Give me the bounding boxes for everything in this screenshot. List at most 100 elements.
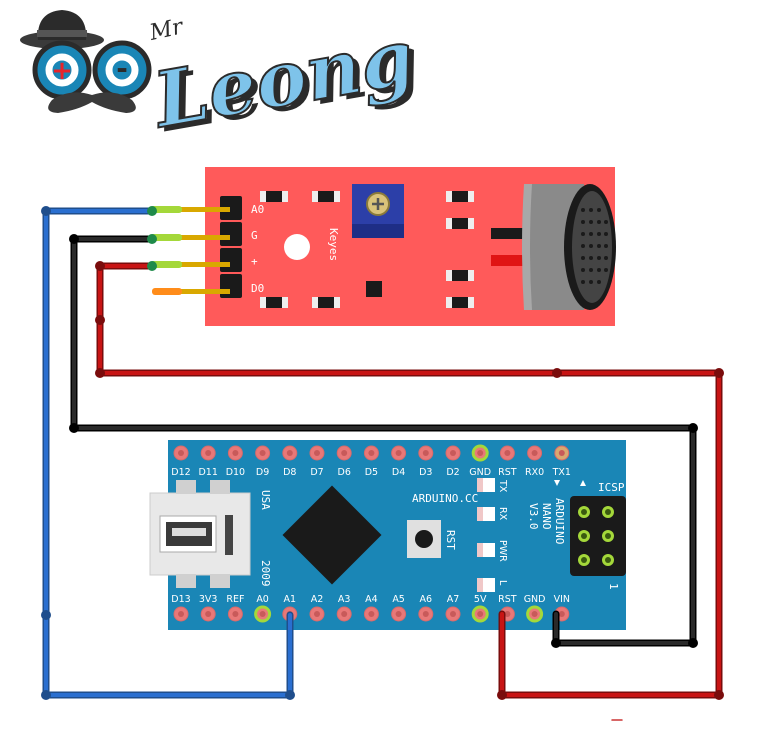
top-pin-label: D12 bbox=[171, 467, 190, 478]
bottom-pin-label: A7 bbox=[447, 594, 460, 605]
top-pin-label: D10 bbox=[226, 467, 245, 478]
top-pin-label: D5 bbox=[365, 467, 378, 478]
top-pin-label: D6 bbox=[338, 467, 351, 478]
top-pin-label: RST bbox=[498, 467, 517, 478]
top-pin-hole bbox=[368, 450, 375, 456]
top-pin-label: GND bbox=[469, 467, 491, 478]
module-pin-a0: A0 bbox=[251, 203, 264, 216]
top-pin-label: D7 bbox=[310, 467, 323, 478]
hat-icon bbox=[20, 10, 104, 49]
arrow-down-icon bbox=[554, 480, 560, 486]
top-pin-label: D11 bbox=[198, 467, 217, 478]
arduino-nano-board: USA 2009 RST ARDUINO.CC TX RX PWR L ARDU… bbox=[149, 440, 626, 630]
mustache-icon bbox=[48, 92, 136, 113]
led-l-label: L bbox=[497, 580, 508, 586]
mini-usb-connector bbox=[149, 480, 251, 588]
bottom-pin-label: D13 bbox=[171, 594, 190, 605]
mounting-hole bbox=[284, 234, 310, 260]
top-pin-label: RX0 bbox=[525, 467, 544, 478]
microphone-icon bbox=[491, 184, 616, 310]
plus-sign: + bbox=[51, 56, 73, 86]
bottom-pin-hole bbox=[477, 611, 484, 617]
bottom-pin-label: A6 bbox=[420, 594, 433, 605]
bottom-pin-label: VIN bbox=[554, 594, 570, 605]
bottom-pin-label: A5 bbox=[392, 594, 405, 605]
module-pin-g: G bbox=[251, 229, 258, 242]
bottom-pin-label: A2 bbox=[311, 594, 324, 605]
top-pin-hole bbox=[450, 450, 456, 456]
top-pin-label: TX1 bbox=[552, 467, 571, 478]
status-leds bbox=[477, 478, 495, 592]
board-name-line1: ARDUINO bbox=[553, 498, 566, 544]
top-pin-hole bbox=[341, 450, 348, 456]
mr-leong-logo: + - Mr Leong Leong bbox=[20, 10, 426, 149]
sound-sensor-module: A0 G + D0 Keyes bbox=[205, 167, 616, 326]
top-pin-hole bbox=[259, 450, 266, 456]
bottom-pin-hole bbox=[395, 611, 402, 617]
top-pin-hole bbox=[232, 450, 239, 456]
rst-button-label: RST bbox=[444, 530, 457, 550]
bottom-pin-hole bbox=[531, 611, 538, 617]
bottom-pin-hole bbox=[422, 611, 429, 617]
top-pin-hole bbox=[395, 450, 402, 456]
board-name-line3: V3.0 bbox=[527, 503, 540, 530]
bottom-pin-hole bbox=[341, 611, 348, 617]
top-pin-hole bbox=[286, 450, 293, 456]
bottom-pin-label: REF bbox=[226, 594, 244, 605]
wires bbox=[41, 206, 724, 721]
top-pin-hole bbox=[205, 450, 212, 456]
bottom-pin-label: RST bbox=[498, 594, 517, 605]
led-rx-label: RX bbox=[497, 507, 508, 521]
minus-sign: - bbox=[116, 52, 128, 85]
icsp-pin1-label: 1 bbox=[607, 583, 620, 590]
top-pin-label: D2 bbox=[446, 467, 459, 478]
bottom-pin-hole bbox=[178, 611, 184, 617]
bottom-pin-label: 5V bbox=[474, 594, 487, 605]
comparator-ic bbox=[366, 281, 382, 297]
bottom-pin-hole bbox=[558, 611, 565, 617]
led-pwr-label: PWR bbox=[497, 540, 508, 562]
bottom-pin-hole bbox=[450, 611, 456, 617]
top-pin-hole bbox=[504, 450, 511, 456]
top-pin-hole bbox=[477, 450, 484, 456]
module-pin-plus: + bbox=[251, 255, 258, 268]
top-pin-hole bbox=[422, 450, 429, 456]
top-pin-label: D3 bbox=[419, 467, 432, 478]
potentiometer-icon bbox=[352, 184, 404, 238]
reset-button bbox=[407, 520, 441, 558]
bottom-pin-label: A0 bbox=[256, 594, 269, 605]
module-brand: Keyes bbox=[327, 228, 340, 261]
icsp-header bbox=[570, 496, 626, 576]
bottom-pin-label: A4 bbox=[365, 594, 378, 605]
bottom-pin-hole bbox=[259, 611, 266, 617]
usa-label: USA bbox=[259, 490, 272, 510]
top-pin-hole bbox=[558, 450, 565, 456]
top-pin-label: D4 bbox=[392, 467, 405, 478]
module-pin-d0: D0 bbox=[251, 282, 264, 295]
arduino-infinity-icon: + - bbox=[32, 40, 152, 100]
top-pin-label: D8 bbox=[283, 467, 296, 478]
bottom-pin-label: A3 bbox=[338, 594, 351, 605]
top-pin-hole bbox=[531, 450, 538, 456]
arrow-up-icon bbox=[580, 480, 586, 486]
icsp-label: ICSP bbox=[598, 481, 625, 494]
logo-prefix: Mr bbox=[147, 14, 187, 46]
bottom-pin-hole bbox=[504, 611, 511, 617]
bottom-pin-hole bbox=[314, 611, 320, 617]
top-pin-hole bbox=[178, 450, 184, 456]
led-tx-label: TX bbox=[497, 479, 508, 493]
smd-resistors bbox=[260, 191, 474, 308]
bottom-pin-hole bbox=[205, 611, 212, 617]
top-pin-hole bbox=[314, 450, 320, 456]
bottom-pin-hole bbox=[232, 611, 239, 617]
bottom-pin-label: GND bbox=[524, 594, 546, 605]
arduino-cc-label: ARDUINO.CC bbox=[412, 492, 478, 505]
bottom-pin-label: 3V3 bbox=[199, 594, 218, 605]
module-header-pins bbox=[150, 206, 230, 295]
year-label: 2009 bbox=[259, 560, 272, 587]
bottom-pin-hole bbox=[368, 611, 375, 617]
top-pin-label: D9 bbox=[256, 467, 269, 478]
bottom-pin-label: A1 bbox=[284, 594, 297, 605]
top-pin-row: D12 D11 D10 D9 D8 D7 D6 D5 D4 D3 D2 GND RST RX0 TX1 bbox=[171, 444, 571, 478]
